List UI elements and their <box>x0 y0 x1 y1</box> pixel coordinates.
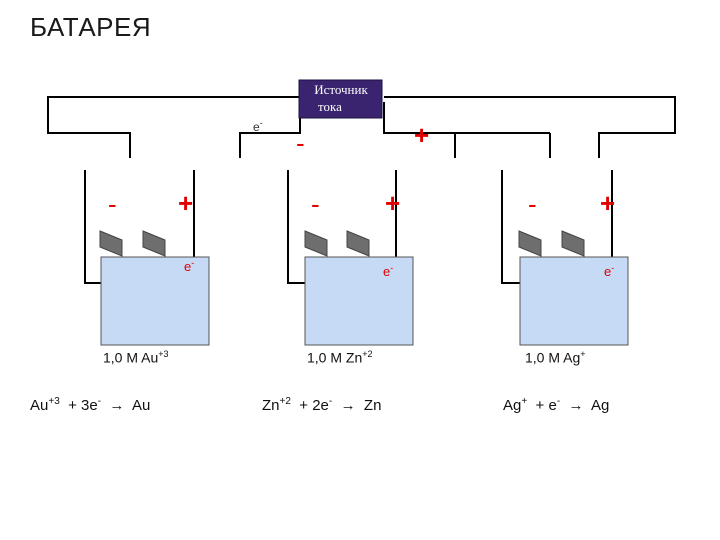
cell-ag: - + e- <box>501 170 629 346</box>
page-title: БАТАРЕЯ <box>30 12 152 42</box>
cell-zn-electrode-right <box>346 230 370 257</box>
arrow-icon: → <box>109 397 125 414</box>
cell-au-concentration: 1,0 M Au+3 <box>103 349 169 366</box>
cell-zn: - + e- <box>287 170 414 346</box>
equation-ag: Ag+ + e- → Ag <box>503 396 610 414</box>
source-label-line1: Источник <box>314 82 368 97</box>
cell-zn-solution <box>304 256 414 346</box>
current-source: Источник тока - + e- <box>253 79 429 158</box>
cell-ag-minus-sign: - <box>528 189 537 219</box>
cell-ag-electrode-left <box>518 230 542 257</box>
source-minus-sign: - <box>296 128 305 158</box>
cell-zn-concentration: 1,0 M Zn+2 <box>307 349 373 366</box>
cell-zn-electrode-left <box>304 230 328 257</box>
source-label-line2: тока <box>318 99 342 114</box>
cell-au-electrode-left <box>99 230 123 257</box>
cell-au-minus-sign: - <box>108 189 117 219</box>
arrow-icon: → <box>340 397 356 414</box>
electron-label-top: e- <box>253 118 263 134</box>
source-plus-sign: + <box>414 120 429 150</box>
equation-au: Au+3 + 3e- → Au <box>30 396 151 414</box>
cell-ag-electron-label: e- <box>604 263 614 279</box>
cell-au-electron-label: e- <box>184 258 194 274</box>
cell-ag-electrode-right <box>561 230 585 257</box>
cell-ag-solution <box>519 256 629 346</box>
cell-au-electrode-right <box>142 230 166 257</box>
cell-zn-minus-sign: - <box>311 189 320 219</box>
cell-au: - + e- <box>84 170 210 346</box>
cell-ag-plus-sign: + <box>600 188 615 218</box>
cell-zn-electron-label: e- <box>383 263 393 279</box>
cell-au-plus-sign: + <box>178 188 193 218</box>
equation-zn: Zn+2 + 2e- → Zn <box>262 396 382 414</box>
cell-au-solution <box>100 256 210 346</box>
cell-ag-concentration: 1,0 M Ag+ <box>525 349 586 366</box>
arrow-icon: → <box>568 397 584 414</box>
cell-zn-plus-sign: + <box>385 188 400 218</box>
